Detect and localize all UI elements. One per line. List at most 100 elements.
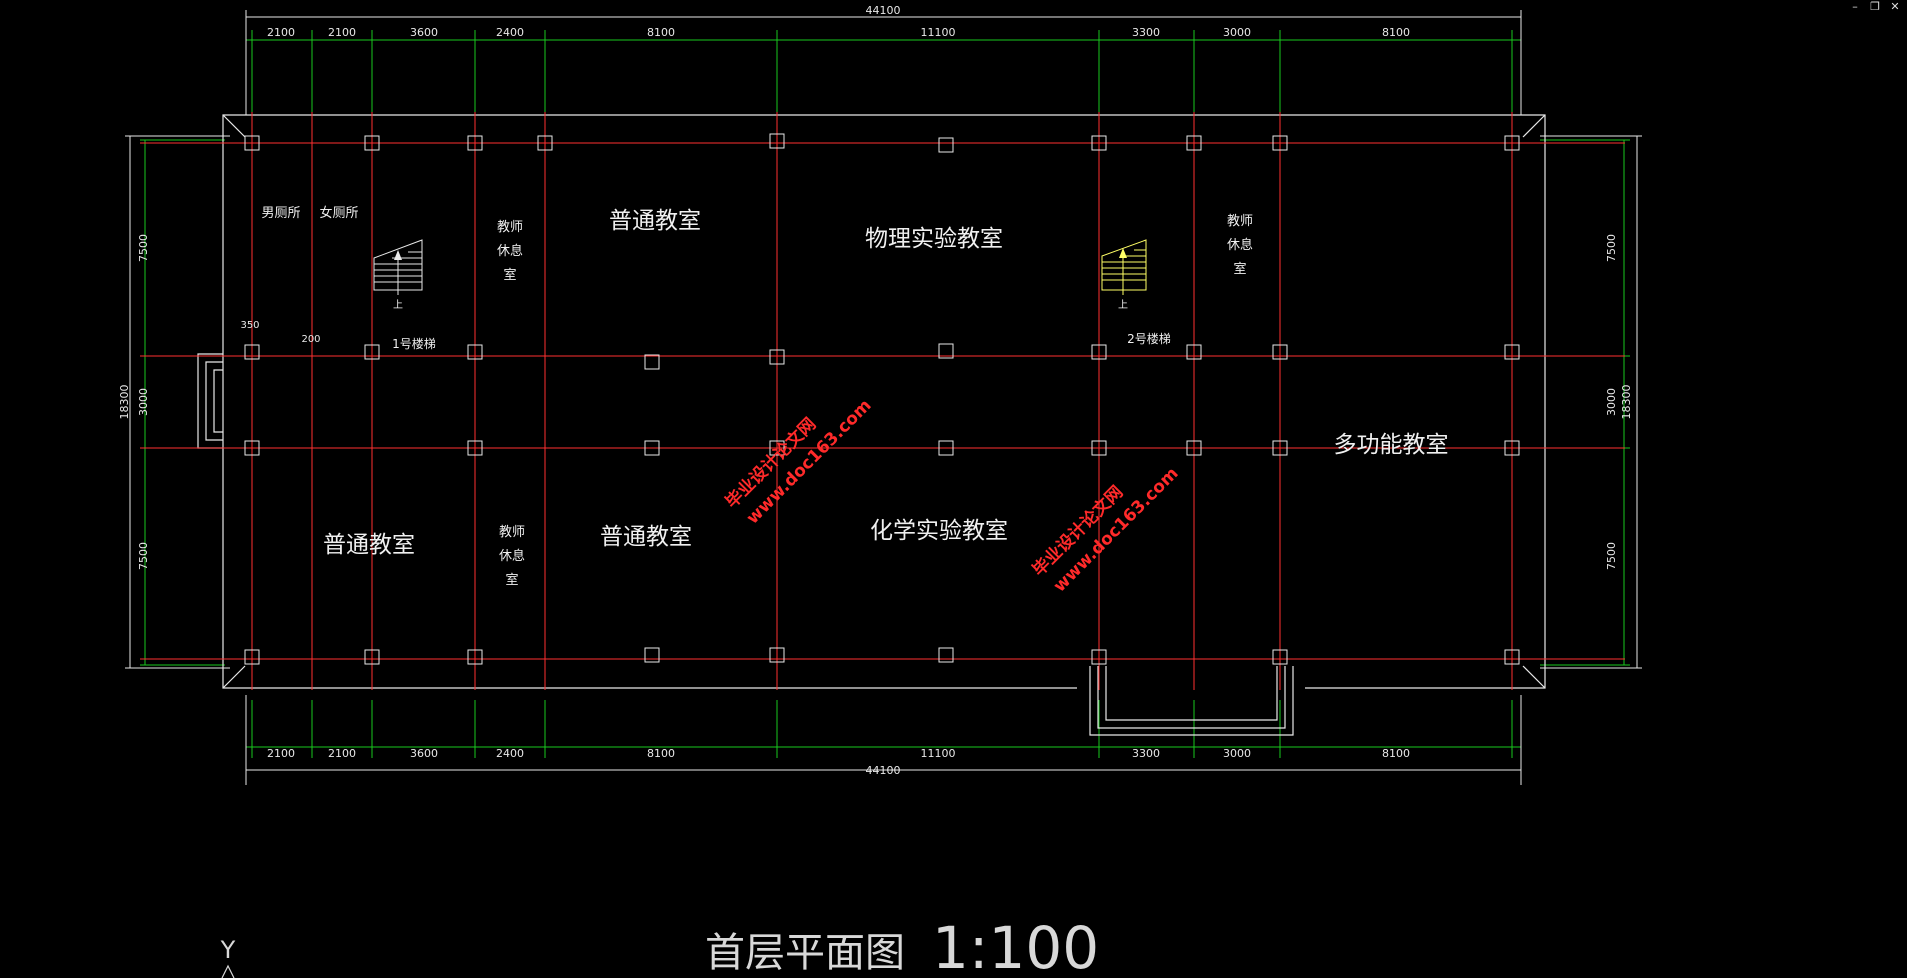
label-teacher-lounge-2c: 室 — [1233, 261, 1246, 277]
column-10 — [244, 344, 260, 360]
ucs-icon — [221, 964, 235, 978]
label-teacher-lounge-2b: 休息 — [1227, 237, 1253, 253]
dimension-texts: 44100 44100 2100 2100 3600 2400 8100 11100 330… — [118, 4, 1633, 777]
bay-dim-bottom-0: 2100 — [267, 747, 295, 760]
column-16 — [1091, 344, 1107, 360]
axis-y-label: Y — [220, 936, 236, 964]
bay-dim-top-0: 2100 — [267, 26, 295, 39]
label-teacher-lounge-3c: 室 — [505, 572, 518, 588]
label-multi-room: 多功能教室 — [1334, 432, 1449, 458]
small-dim-350: 350 — [240, 320, 259, 331]
column-11 — [364, 344, 380, 360]
drawing-title: 首层平面图 — [705, 930, 905, 976]
left-depth-1: 7500 — [137, 234, 150, 262]
overall-bottom-dim: 44100 — [866, 764, 901, 777]
label-teacher-lounge-3b: 休息 — [499, 548, 525, 564]
label-teacher-lounge-2a: 教师 — [1227, 213, 1253, 229]
column-18 — [1272, 344, 1288, 360]
stair-2 — [1101, 239, 1147, 295]
column-30 — [364, 649, 380, 665]
label-stair-2: 2号楼梯 — [1127, 331, 1171, 346]
column-14 — [769, 349, 785, 365]
window-controls: – ❐ ✕ — [1849, 0, 1901, 13]
label-classroom-bl: 普通教室 — [323, 532, 415, 558]
bay-dim-top-2: 3600 — [410, 26, 438, 39]
drawing-scale: 1:100 — [932, 914, 1099, 978]
right-total: 18300 — [1620, 385, 1633, 420]
left-depth-2: 3000 — [137, 388, 150, 416]
label-male-toilet: 男厕所 — [261, 206, 300, 221]
structural-columns — [244, 133, 1520, 665]
right-depth-2: 3000 — [1605, 388, 1618, 416]
column-4 — [769, 133, 785, 149]
column-15 — [938, 343, 954, 359]
column-31 — [467, 649, 483, 665]
label-teacher-lounge-1b: 休息 — [497, 243, 523, 259]
minimize-icon[interactable]: – — [1852, 0, 1858, 13]
column-5 — [938, 137, 954, 153]
bay-dim-top-8: 8100 — [1382, 26, 1410, 39]
column-20 — [244, 440, 260, 456]
column-13 — [644, 354, 660, 370]
column-28 — [1504, 440, 1520, 456]
column-2 — [467, 135, 483, 151]
column-19 — [1504, 344, 1520, 360]
label-teacher-lounge-1c: 室 — [503, 267, 516, 283]
label-classroom-bm: 普通教室 — [600, 524, 692, 550]
bay-dim-top-4: 8100 — [647, 26, 675, 39]
close-icon[interactable]: ✕ — [1890, 0, 1900, 13]
stair-1 — [373, 239, 423, 295]
column-17 — [1186, 344, 1202, 360]
label-classroom-top: 普通教室 — [609, 208, 701, 234]
column-27 — [1272, 440, 1288, 456]
overall-top-dim: 44100 — [866, 4, 901, 17]
column-0 — [244, 135, 260, 151]
label-chem-lab: 化学实验教室 — [870, 518, 1008, 544]
column-32 — [644, 647, 660, 663]
bay-dim-top-5: 11100 — [921, 26, 956, 39]
label-female-toilet: 女厕所 — [319, 205, 358, 221]
bay-dim-bottom-4: 8100 — [647, 747, 675, 760]
column-23 — [769, 440, 785, 456]
column-3 — [537, 135, 553, 151]
right-depth-3: 7500 — [1605, 542, 1618, 570]
label-teacher-lounge-1a: 教师 — [497, 219, 523, 235]
column-22 — [644, 440, 660, 456]
bay-dim-bottom-3: 2400 — [496, 747, 524, 760]
dimension-lines — [140, 30, 1630, 758]
column-8 — [1272, 135, 1288, 151]
right-depth-1: 7500 — [1605, 234, 1618, 262]
left-total: 18300 — [118, 385, 131, 420]
watermark-2: 毕业设计论文网 www.doc163.com — [1028, 464, 1182, 597]
watermark-1: 毕业设计论文网 www.doc163.com — [721, 396, 875, 529]
column-26 — [1186, 440, 1202, 456]
building-outline — [197, 114, 1546, 736]
column-12 — [467, 344, 483, 360]
bay-dim-bottom-6: 3300 — [1132, 747, 1160, 760]
column-33 — [769, 647, 785, 663]
bay-dim-top-7: 3000 — [1223, 26, 1251, 39]
restore-icon[interactable]: ❐ — [1870, 0, 1880, 13]
column-36 — [1272, 649, 1288, 665]
room-labels: 男厕所 女厕所 教师 休息 室 普通教室 物理实验教室 教师 休息 室 1号楼梯… — [261, 205, 1448, 588]
column-35 — [1091, 649, 1107, 665]
column-9 — [1504, 135, 1520, 151]
label-teacher-lounge-3a: 教师 — [499, 524, 525, 540]
bay-dim-bottom-8: 8100 — [1382, 747, 1410, 760]
label-physics-lab: 物理实验教室 — [865, 226, 1003, 252]
column-25 — [1091, 440, 1107, 456]
label-stair-1-up: 上 — [393, 299, 403, 311]
axis-grid — [140, 112, 1625, 690]
column-24 — [938, 440, 954, 456]
left-depth-3: 7500 — [137, 542, 150, 570]
bay-dim-top-6: 3300 — [1132, 26, 1160, 39]
column-1 — [364, 135, 380, 151]
overall-dimension-lines — [125, 10, 1642, 785]
bay-dim-top-3: 2400 — [496, 26, 524, 39]
column-37 — [1504, 649, 1520, 665]
column-29 — [244, 649, 260, 665]
bay-dim-bottom-2: 3600 — [410, 747, 438, 760]
label-stair-2-up: 上 — [1118, 299, 1128, 311]
column-6 — [1091, 135, 1107, 151]
